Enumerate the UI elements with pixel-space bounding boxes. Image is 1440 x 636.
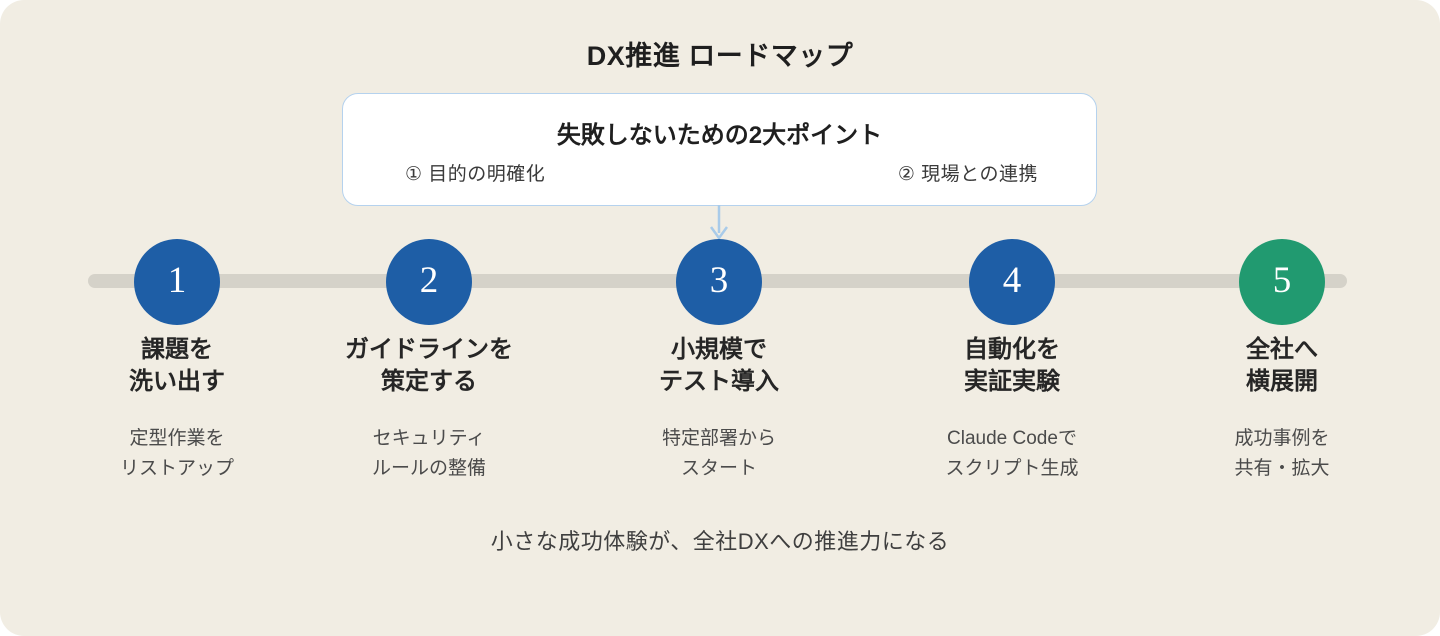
step-3-circle: 3 xyxy=(676,239,762,325)
roadmap-step-1: 1 課題を 洗い出す 定型作業を リストアップ xyxy=(47,239,307,484)
step-3-description: 特定部署から スタート xyxy=(661,428,776,479)
step-5-title: 全社へ 横展開 xyxy=(1246,336,1318,395)
step-4-title: 自動化を 実証実験 xyxy=(964,336,1060,395)
step-2-circle: 2 xyxy=(386,239,472,325)
step-1-number: 1 xyxy=(167,260,187,301)
roadmap-step-5: 5 全社へ 横展開 成功事例を 共有・拡大 xyxy=(1152,239,1412,484)
callout-points-row: ① 目的の明確化 ② 現場との連携 xyxy=(343,159,1096,186)
roadmap-step-3: 3 小規模で テスト導入 特定部署から スタート xyxy=(589,239,849,484)
step-1-description: 定型作業を リストアップ xyxy=(119,428,234,479)
down-arrow-icon xyxy=(709,205,729,241)
callout-point-1: ① 目的の明確化 xyxy=(405,164,546,185)
step-2-title: ガイドラインを 策定する xyxy=(345,336,513,395)
callout-point-2: ② 現場との連携 xyxy=(897,164,1038,185)
step-4-description: Claude Codeで スクリプト生成 xyxy=(945,428,1079,479)
page-title: DX推進 ロードマップ xyxy=(586,41,854,71)
step-1-title: 課題を 洗い出す xyxy=(129,336,225,395)
step-2-description: セキュリティ ルールの整備 xyxy=(371,428,486,479)
callout-title: 失敗しないための2大ポイント xyxy=(556,122,883,149)
step-5-circle: 5 xyxy=(1239,239,1325,325)
step-3-number: 3 xyxy=(709,260,729,301)
step-4-circle: 4 xyxy=(969,239,1055,325)
step-5-description: 成功事例を 共有・拡大 xyxy=(1234,428,1330,479)
step-4-number: 4 xyxy=(1002,260,1022,301)
step-3-title: 小規模で テスト導入 xyxy=(659,336,779,395)
footer-note: 小さな成功体験が、全社DXへの推進力になる xyxy=(490,529,950,554)
step-5-number: 5 xyxy=(1272,260,1292,301)
key-points-callout: 失敗しないための2大ポイント ① 目的の明確化 ② 現場との連携 xyxy=(342,93,1097,206)
step-2-number: 2 xyxy=(419,260,439,301)
roadmap-step-2: 2 ガイドラインを 策定する セキュリティ ルールの整備 xyxy=(299,239,559,484)
roadmap-step-4: 4 自動化を 実証実験 Claude Codeで スクリプト生成 xyxy=(882,239,1142,484)
step-1-circle: 1 xyxy=(134,239,220,325)
